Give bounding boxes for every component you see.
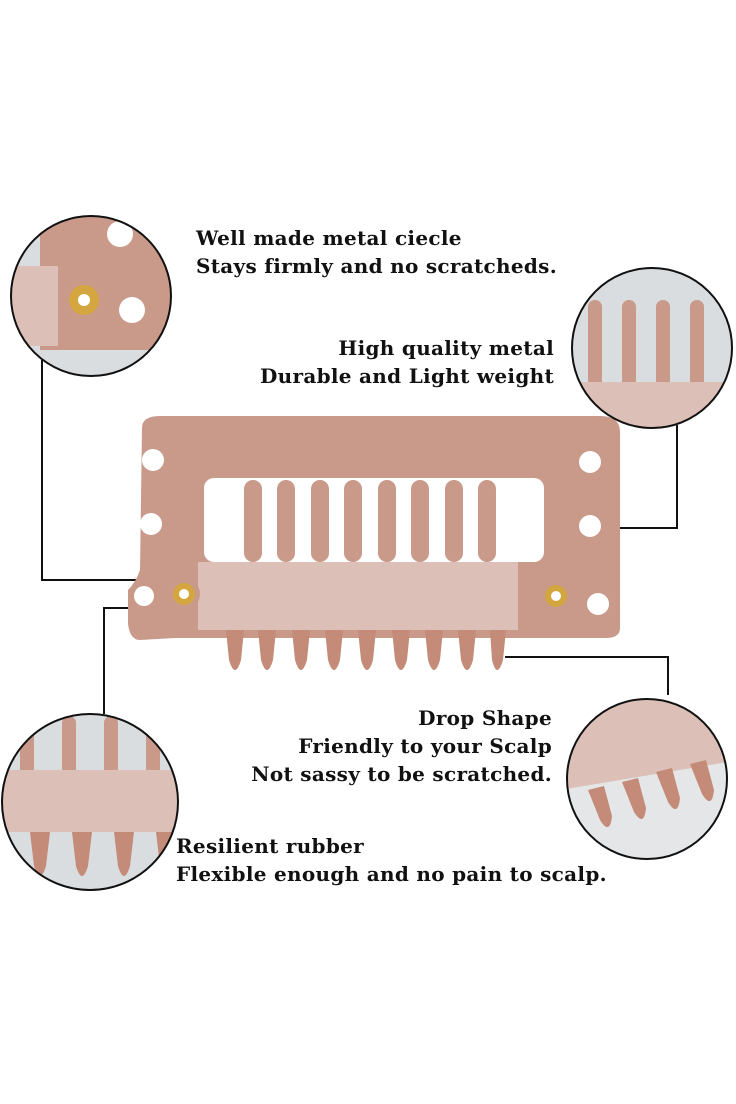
callout-metal-quality: High quality metal Durable and Light wei… xyxy=(260,334,554,390)
zoom-rubber xyxy=(1,713,179,891)
callout-metal-circle-line1: Well made metal ciecle xyxy=(196,226,462,250)
hair-clip xyxy=(128,416,620,670)
rubber-strip xyxy=(198,562,518,630)
callout-metal-circle-line2: Stays firmly and no scratcheds. xyxy=(196,254,557,278)
plate-holes xyxy=(134,449,609,615)
callout-rubber-line1: Resilient rubber xyxy=(176,834,364,858)
callout-metal-quality-line1: High quality metal xyxy=(338,336,554,360)
callout-rubber: Resilient rubber Flexible enough and no … xyxy=(176,832,607,888)
callout-metal-quality-line2: Durable and Light weight xyxy=(260,364,554,388)
callout-drop-shape-line3: Not sassy to be scratched. xyxy=(251,762,552,786)
metal-eyelets xyxy=(168,578,572,612)
callout-rubber-line2: Flexible enough and no pain to scalp. xyxy=(176,862,607,886)
drop-teeth xyxy=(226,630,506,670)
zoom-eyelet xyxy=(10,215,172,377)
callout-drop-shape-line2: Friendly to your Scalp xyxy=(298,734,552,758)
upper-teeth xyxy=(244,480,496,562)
callout-drop-shape: Drop Shape Friendly to your Scalp Not sa… xyxy=(251,704,552,788)
zoom-drop-teeth xyxy=(566,698,728,860)
leader-line-metal-circle xyxy=(41,360,172,581)
callout-metal-circle: Well made metal ciecle Stays firmly and … xyxy=(196,224,557,280)
leader-line-drop-shape xyxy=(505,656,669,695)
zoom-metal-teeth xyxy=(571,267,733,429)
callout-drop-shape-line1: Drop Shape xyxy=(418,706,552,730)
